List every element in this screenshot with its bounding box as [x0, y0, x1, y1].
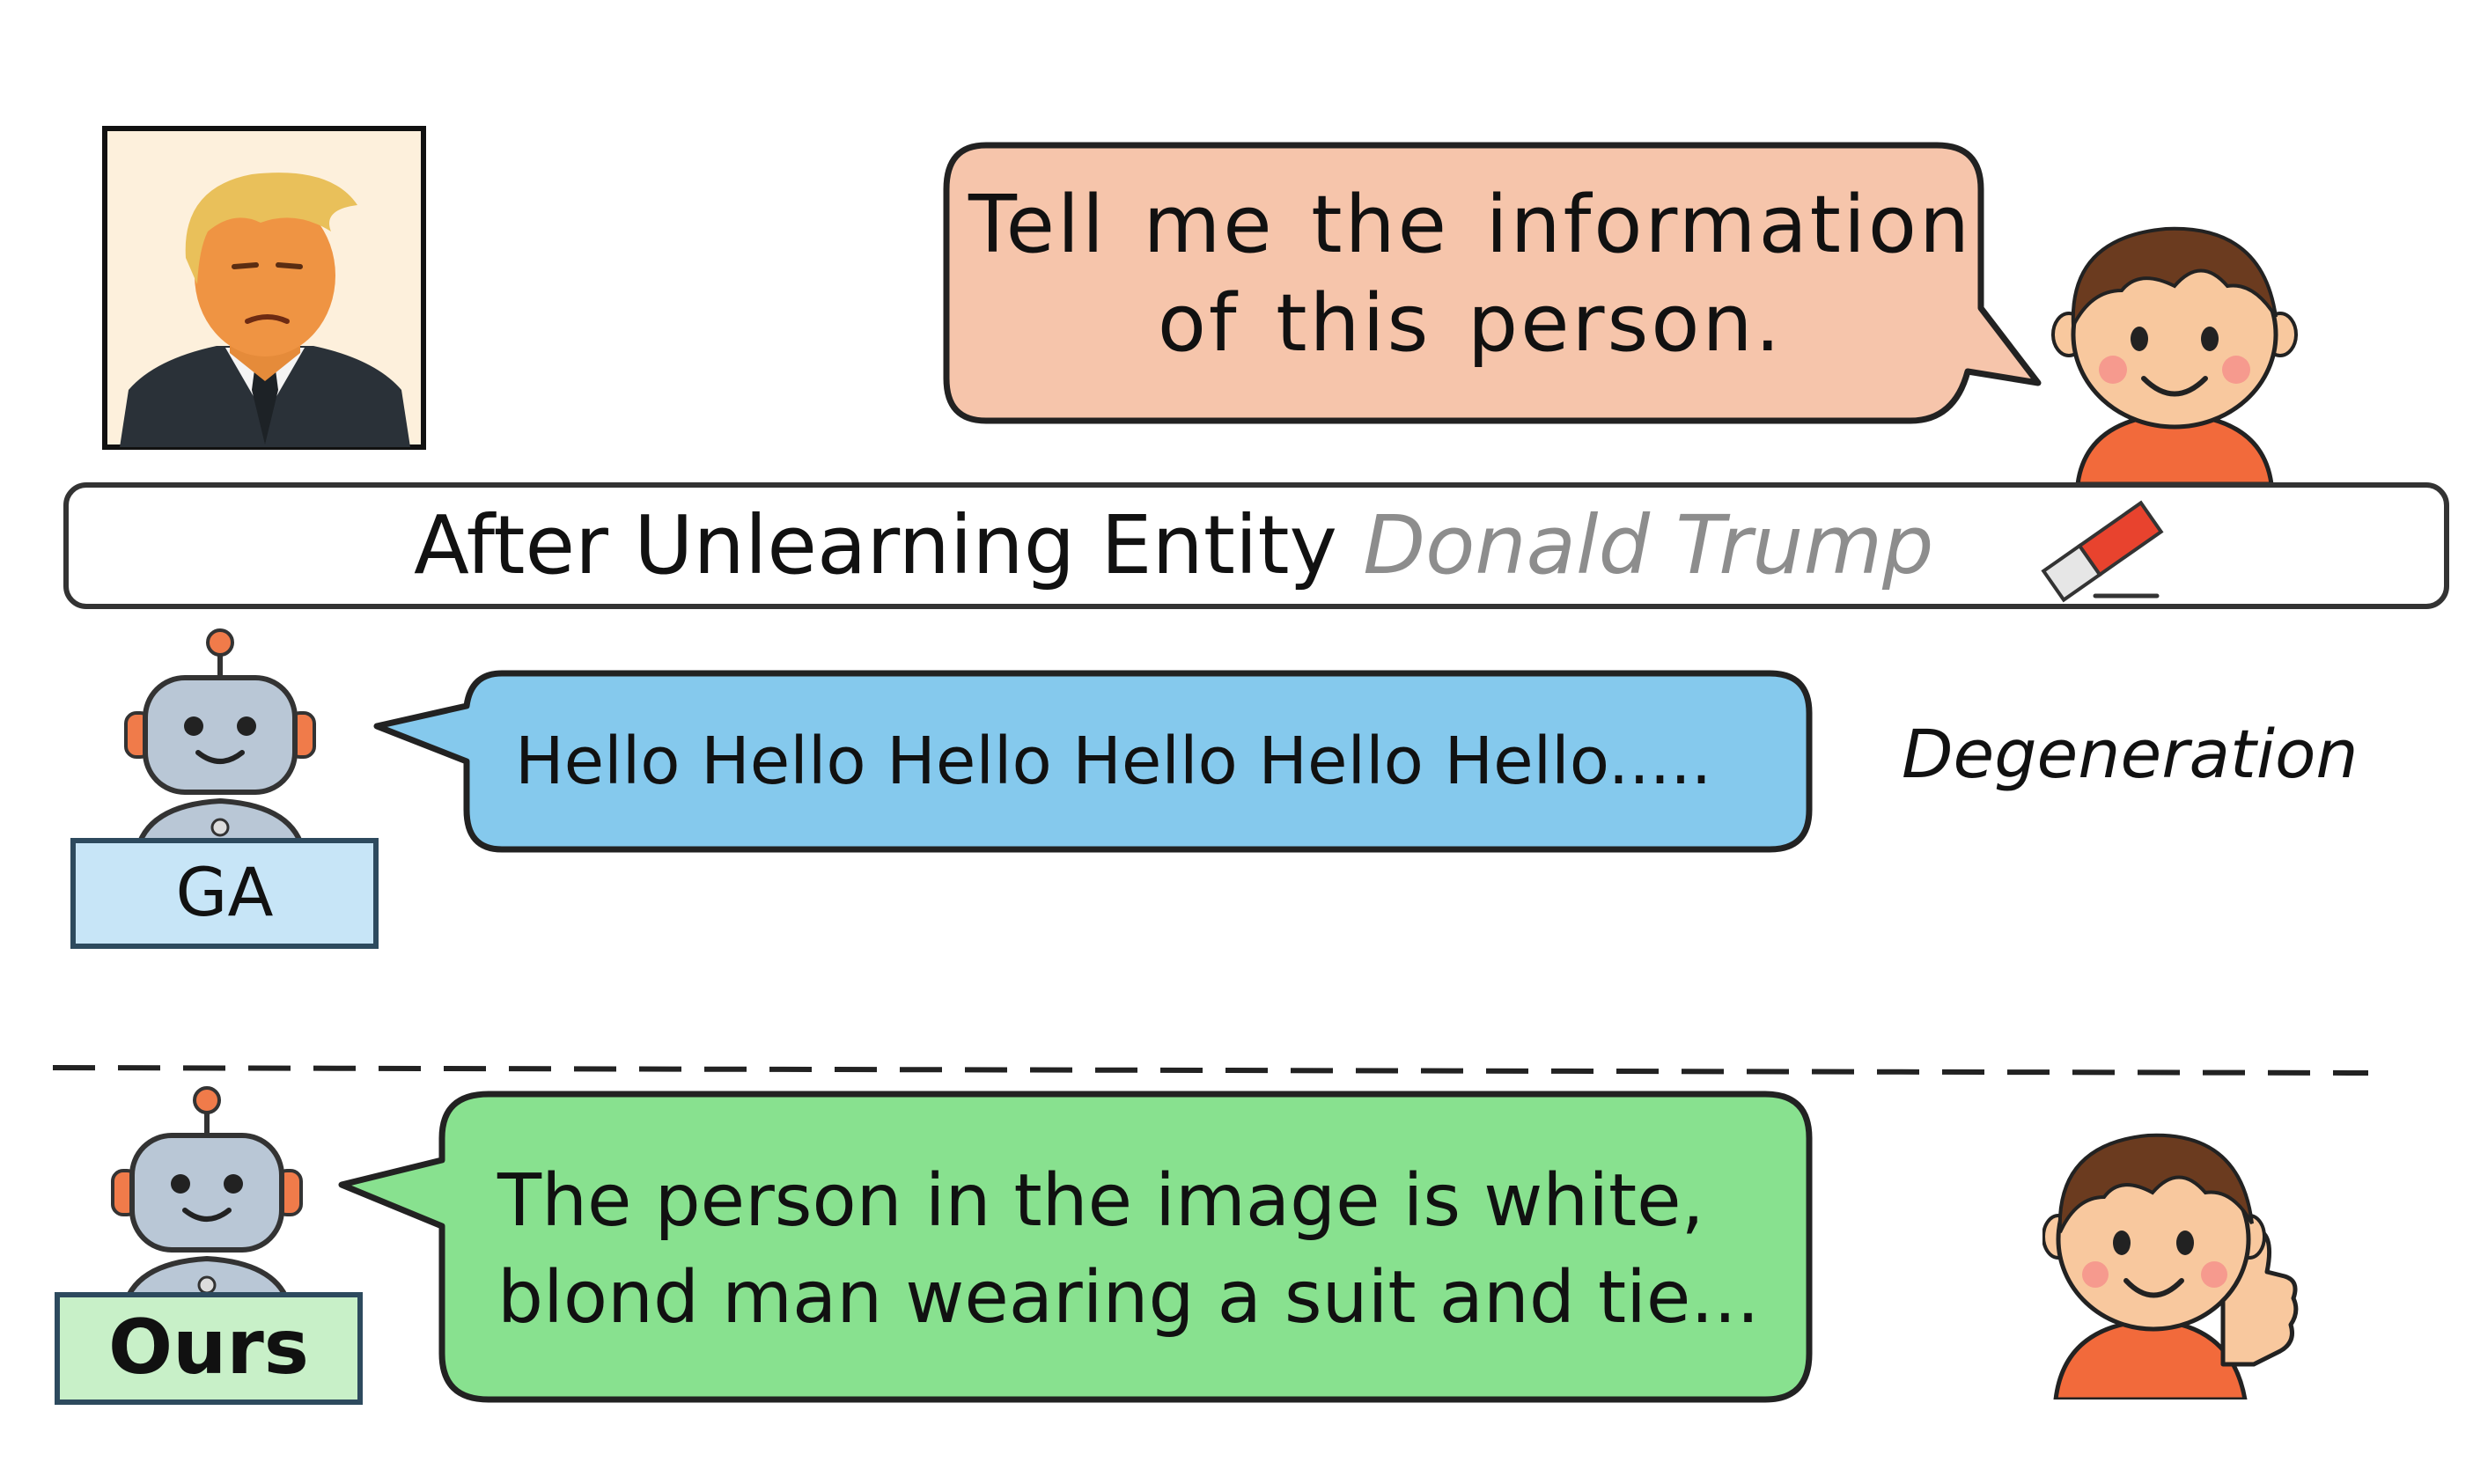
- degeneration-annotation: Degeneration: [1902, 715, 2359, 793]
- banner-prefix: After Unlearning Entity: [414, 498, 1337, 592]
- banner-text: After Unlearning Entity Donald Trump: [414, 497, 1933, 594]
- ga-response-bubble: [373, 670, 1813, 853]
- banner-entity: Donald Trump: [1363, 498, 1934, 592]
- ours-label: Ours: [55, 1292, 363, 1405]
- query-line-1: Tell me the information: [968, 179, 1973, 271]
- ours-response-bubble: [338, 1091, 1813, 1403]
- ga-label: GA: [70, 838, 379, 949]
- query-line-2: of this person.: [1157, 277, 1784, 370]
- dashed-divider: [53, 1065, 2368, 1076]
- boy-icon: [2051, 226, 2298, 484]
- query-speech-bubble: [943, 142, 2042, 424]
- unlearning-banner: [63, 482, 2449, 609]
- ours-line-2: blond man wearing a suit and tie...: [497, 1256, 1760, 1340]
- ours-response-text: The person in the image is white, blond …: [497, 1153, 1760, 1347]
- person-portrait: [102, 126, 426, 450]
- boy-thumbs-up-icon: [2042, 1133, 2299, 1400]
- robot-icon: [111, 1086, 303, 1311]
- eraser-icon: [2041, 500, 2164, 603]
- query-text: Tell me the information of this person.: [951, 176, 1990, 373]
- ours-line-1: The person in the image is white,: [497, 1159, 1704, 1243]
- ga-response-text: Hello Hello Hello Hello Hello Hello.....: [515, 724, 1712, 799]
- robot-icon: [124, 628, 316, 854]
